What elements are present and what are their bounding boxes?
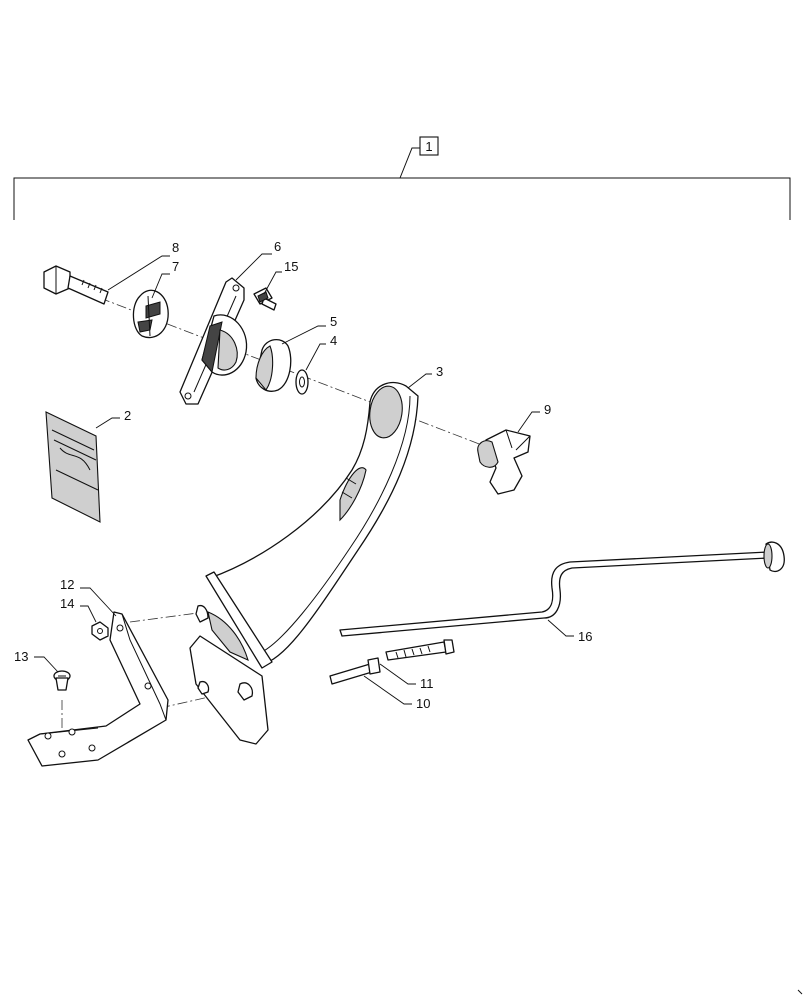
part-3-handle bbox=[189, 381, 419, 745]
callout-7: 7 bbox=[172, 259, 179, 274]
part-11-rod bbox=[385, 639, 455, 661]
corner-mark bbox=[797, 989, 803, 995]
part-16-lever-rod bbox=[339, 541, 785, 637]
callout-3: 3 bbox=[436, 364, 443, 379]
callout-10: 10 bbox=[416, 696, 430, 711]
callout-8: 8 bbox=[172, 240, 179, 255]
callout-6: 6 bbox=[274, 239, 281, 254]
callout-16: 16 bbox=[578, 629, 592, 644]
callout-11: 11 bbox=[420, 676, 434, 691]
part-8-bolt bbox=[43, 265, 109, 305]
part-9-knob bbox=[477, 429, 531, 495]
callout-5: 5 bbox=[330, 314, 337, 329]
part-2-manual bbox=[45, 411, 101, 523]
callout-2: 2 bbox=[124, 408, 131, 423]
part-13-screw bbox=[53, 670, 71, 691]
callout-1: 1 bbox=[425, 139, 432, 154]
part-14-nut bbox=[91, 621, 109, 641]
callout-4: 4 bbox=[330, 333, 337, 348]
part-6-mounting-plate bbox=[179, 277, 248, 405]
callout-13: 13 bbox=[14, 649, 28, 664]
callout-14: 14 bbox=[60, 596, 74, 611]
part-4-washer bbox=[295, 369, 309, 395]
callouts: 8 7 6 15 5 4 3 2 9 16 11 10 12 14 13 bbox=[14, 239, 592, 711]
callout-9: 9 bbox=[544, 402, 551, 417]
assembly-bracket: 1 bbox=[13, 136, 791, 220]
part-7-socket-cap bbox=[132, 289, 169, 339]
part-10-bolt bbox=[329, 657, 381, 685]
part-12-bracket bbox=[27, 611, 169, 767]
part-15-screw bbox=[253, 287, 277, 311]
part-5-dome-seal bbox=[255, 339, 292, 392]
callout-12: 12 bbox=[60, 577, 74, 592]
callout-15: 15 bbox=[284, 259, 298, 274]
